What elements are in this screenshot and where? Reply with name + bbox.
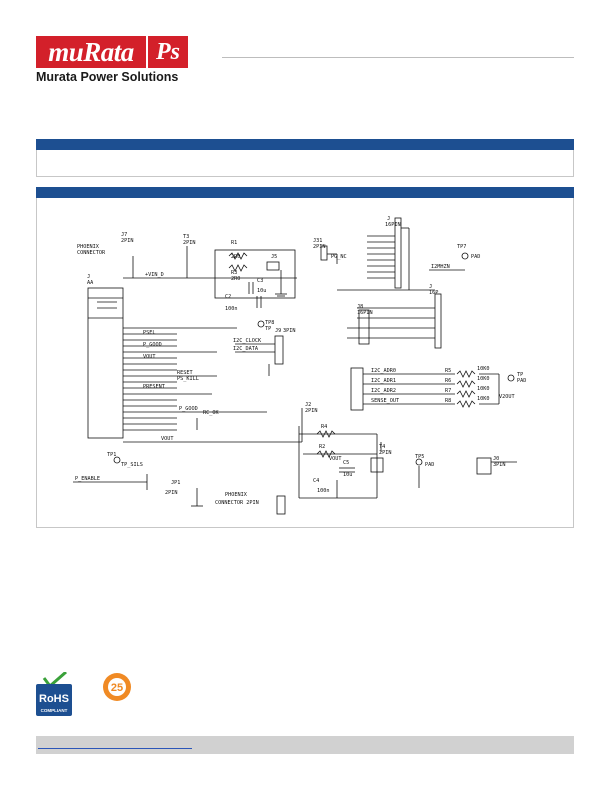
j9-pin: 3PIN xyxy=(283,328,296,334)
r7-value: 10K0 xyxy=(477,386,490,392)
j-top-label: J xyxy=(387,216,390,222)
j-mid-label: J xyxy=(429,284,432,290)
j31-pin: 2PIN xyxy=(313,244,326,250)
c4-value: 100n xyxy=(317,488,330,494)
schematic-diagram: J7 2PIN PHOENIX CONNECTOR T3 2PIN J AA R… xyxy=(73,216,526,515)
tp5-pad: PAD xyxy=(425,462,434,468)
connector-label-2: CONNECTOR 2PIN xyxy=(215,500,259,506)
tp7-net: I2MHZN xyxy=(431,264,450,270)
power-good-label: P_GOOD xyxy=(179,406,198,412)
eco-25-badge: 25 xyxy=(103,673,131,701)
j31-label: J31 xyxy=(313,238,322,244)
tp5-label: TP5 xyxy=(415,454,424,460)
r3-value: 2R0 xyxy=(231,276,240,282)
tp1-value: TP_SILS xyxy=(121,462,143,468)
sense-out-label: SENSE_OUT xyxy=(371,398,399,404)
pin-label-present: PRESENT xyxy=(143,384,165,390)
i2c-clock-label: I2C_CLOCK xyxy=(233,338,262,344)
pin-label-vout: VOUT xyxy=(143,354,156,360)
vin-label: +VIN_D xyxy=(145,272,164,278)
schematic-box xyxy=(36,198,574,528)
ps-logo-mark: Ps xyxy=(148,36,188,68)
murata-logo: muRata xyxy=(36,36,146,68)
i2c-addr2-label: I2C_ADR2 xyxy=(371,388,396,394)
phoenix-label-1: PHOENIX xyxy=(77,244,100,250)
footer-link-underline[interactable] xyxy=(38,748,192,749)
tp8-label: TP8 xyxy=(265,320,274,326)
r4-label: R4 xyxy=(321,424,327,430)
pin-label-pgood: P_GOOD xyxy=(143,342,162,348)
c3-label: C3 xyxy=(257,278,263,284)
j2-pin: 2PIN xyxy=(305,408,318,414)
r5-label: R5 xyxy=(445,368,451,374)
c3-value: 10u xyxy=(257,288,266,294)
section-bar-2 xyxy=(36,187,574,198)
c2-value: 100n xyxy=(225,306,238,312)
eco-number: 25 xyxy=(111,682,123,694)
r8-value: 10K0 xyxy=(477,396,490,402)
j9-label: J9 xyxy=(275,328,281,334)
j0-label: J0 xyxy=(493,456,499,462)
j7-pin: 2PIN xyxy=(121,238,134,244)
v2out-label: V2OUT xyxy=(499,394,515,400)
c5-label: C5 xyxy=(343,460,349,466)
rohs-compliant-badge: RoHS COMPLIANT xyxy=(36,672,72,716)
j31-net: PG_NC xyxy=(331,254,347,260)
r6-label: R6 xyxy=(445,378,451,384)
j-aa-label: J xyxy=(87,274,90,280)
aa-label: AA xyxy=(87,280,94,286)
tp8-value: TP xyxy=(265,326,271,332)
vout-label: VOUT xyxy=(161,436,174,442)
pin-label-ps-kill: PS_KILL xyxy=(177,376,199,382)
t3-pin: 2PIN xyxy=(183,240,196,246)
connector-label-1: CONNECTOR xyxy=(77,250,106,256)
i2c-addr1-label: I2C_ADR1 xyxy=(371,378,396,384)
tp1-label: TP1 xyxy=(107,452,116,458)
r8-label: R8 xyxy=(445,398,451,404)
header-rule xyxy=(222,57,574,58)
j5-label: J5 xyxy=(271,254,277,260)
company-name: Murata Power Solutions xyxy=(36,70,179,84)
tp7-pad: PAD xyxy=(471,254,480,260)
t4-pin: 2PIN xyxy=(379,450,392,456)
r3-label: R3 xyxy=(231,270,237,276)
j-top-pin: 16PIN xyxy=(385,222,401,228)
t4-label: T4 xyxy=(379,444,385,450)
section-box-1 xyxy=(36,150,574,177)
r2-label: R2 xyxy=(319,444,325,450)
t3-label: T3 xyxy=(183,234,189,240)
tp9-pad: PAD xyxy=(517,378,526,384)
c2-label: C2 xyxy=(225,294,231,300)
section-bar-1 xyxy=(36,139,574,150)
r1-label: R1 xyxy=(231,240,237,246)
pin-label-psel: PSEL xyxy=(143,330,156,336)
r-vout-label: VOUT xyxy=(329,456,342,462)
footer-bar xyxy=(36,736,574,754)
pin-label-reset: RESET xyxy=(177,370,193,376)
rohs-compliant-text: COMPLIANT xyxy=(41,708,68,713)
i2c-addr0-label: I2C_ADR0 xyxy=(371,368,396,374)
c5-value: 10u xyxy=(343,472,352,478)
jp1-value: 2PIN xyxy=(165,490,178,496)
i2c-data-label: I2C_DATA xyxy=(233,346,259,352)
p-enable-label: P_ENABLE xyxy=(75,476,100,482)
phoenix-label-2: PHOENIX xyxy=(225,492,248,498)
j-mid-pin: 16P xyxy=(429,290,438,296)
rc-ok-label: RC_OK xyxy=(203,410,219,416)
r6-value: 10K0 xyxy=(477,376,490,382)
tp9-label: TP xyxy=(517,372,523,378)
c4-label: C4 xyxy=(313,478,319,484)
r1-value: 2R0 xyxy=(231,254,240,260)
j8-label: J8 xyxy=(357,304,363,310)
tp7-label: TP7 xyxy=(457,244,466,250)
j2-label: J2 xyxy=(305,402,311,408)
rohs-text: RoHS xyxy=(39,693,69,705)
jp1-label: JP1 xyxy=(171,480,180,486)
j8-pin: 16PIN xyxy=(357,310,373,316)
j7-label: J7 xyxy=(121,232,127,238)
r5-value: 10K0 xyxy=(477,366,490,372)
r7-label: R7 xyxy=(445,388,451,394)
j0-pin: 3PIN xyxy=(493,462,506,468)
